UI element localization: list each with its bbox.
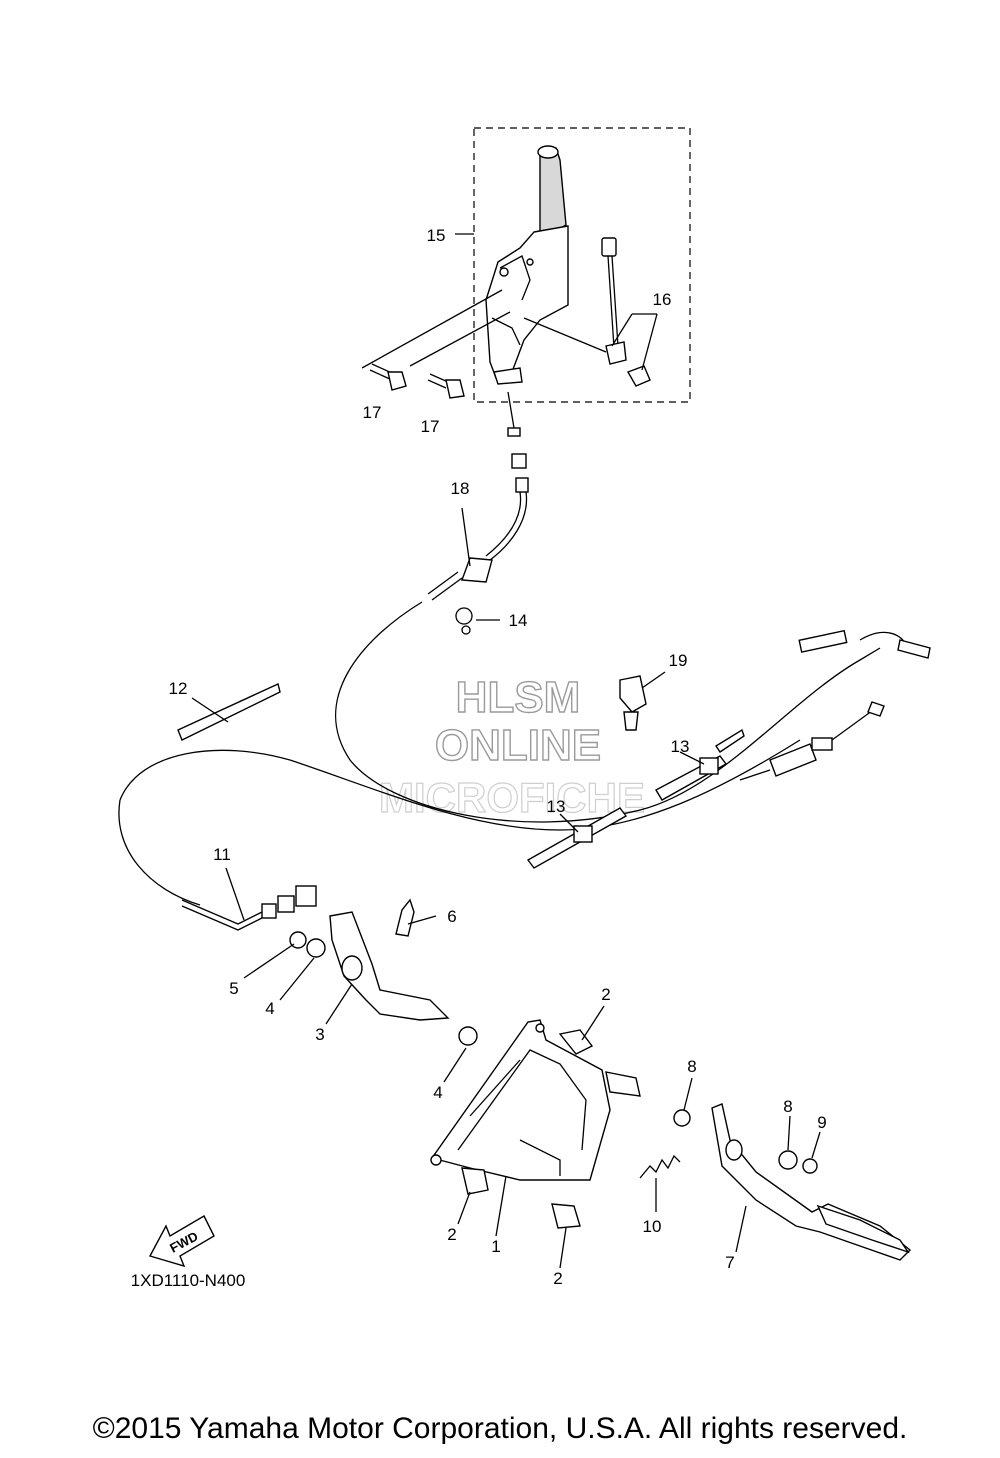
callout-3: 3 <box>315 1025 324 1044</box>
washer-4-upper <box>306 938 326 958</box>
e-clip-9 <box>802 1158 818 1174</box>
callout-6: 6 <box>447 907 456 926</box>
bolt-2-bottom <box>551 1203 581 1229</box>
watermark-line3: MICROFICHE <box>379 774 645 821</box>
cable-tie-13-lower <box>526 807 628 869</box>
pin-6 <box>395 898 415 937</box>
callout-2-bottom: 2 <box>553 1269 562 1288</box>
leader-lines <box>191 507 821 1269</box>
main-brake-cable <box>118 601 931 906</box>
brake-pedal-7 <box>711 1103 912 1261</box>
callout-11: 11 <box>213 845 231 864</box>
callout-15: 15 <box>427 226 446 245</box>
bracket-3 <box>329 911 450 1021</box>
callout-10: 10 <box>643 1217 662 1236</box>
watermark-line2: ONLINE <box>435 721 601 770</box>
callout-8-right: 8 <box>783 1097 792 1116</box>
fwd-arrow: FWD <box>148 1215 215 1268</box>
callout-5: 5 <box>229 979 238 998</box>
callout-13-upper: 13 <box>671 737 690 756</box>
callout-16: 16 <box>653 290 672 309</box>
washer-8-right <box>778 1150 798 1170</box>
watermark-line1: HLSM <box>456 673 581 722</box>
callout-9: 9 <box>817 1113 826 1132</box>
callout-13-lower: 13 <box>547 797 566 816</box>
bolt-2-left <box>461 1167 489 1195</box>
callout-17-right: 17 <box>421 417 440 436</box>
washer-4-lower <box>458 1026 478 1046</box>
callout-18: 18 <box>451 479 470 498</box>
diagram-code: 1XD1110-N400 <box>131 1271 246 1290</box>
bolt-17-right <box>427 373 465 399</box>
callout-14: 14 <box>509 611 528 630</box>
copyright-notice: ©2015 Yamaha Motor Corporation, U.S.A. A… <box>92 1412 908 1445</box>
callout-4-upper: 4 <box>265 999 274 1018</box>
spring-10 <box>639 1154 681 1179</box>
callout-17-left: 17 <box>363 403 382 422</box>
callout-19: 19 <box>669 651 688 670</box>
callout-4-lower: 4 <box>433 1083 442 1102</box>
lower-right-cable <box>739 701 885 781</box>
callout-12: 12 <box>169 679 188 698</box>
adjuster-bolt <box>601 237 651 387</box>
callout-8-left: 8 <box>687 1057 696 1076</box>
watermark: HLSM ONLINE MICROFICHE <box>378 672 645 821</box>
bolt-17-left <box>369 363 407 391</box>
ring-14 <box>455 607 473 635</box>
assembly-box <box>473 127 691 403</box>
brake-cable-upper <box>427 391 529 601</box>
callouts: 15 16 17 17 18 14 19 12 13 13 11 6 5 4 3… <box>169 226 827 1288</box>
brake-cable-lower <box>181 885 317 931</box>
clip-19 <box>619 675 647 731</box>
callout-7: 7 <box>725 1253 734 1272</box>
callout-2-left: 2 <box>447 1225 456 1244</box>
washer-8-left <box>673 1109 691 1127</box>
parking-brake-lever <box>485 145 569 385</box>
callout-1: 1 <box>491 1237 500 1256</box>
cable-tie-12 <box>177 683 281 741</box>
callout-2-top: 2 <box>601 985 610 1004</box>
cable-tie-13-upper <box>655 728 745 801</box>
pedal-bracket-1 <box>430 1019 641 1181</box>
